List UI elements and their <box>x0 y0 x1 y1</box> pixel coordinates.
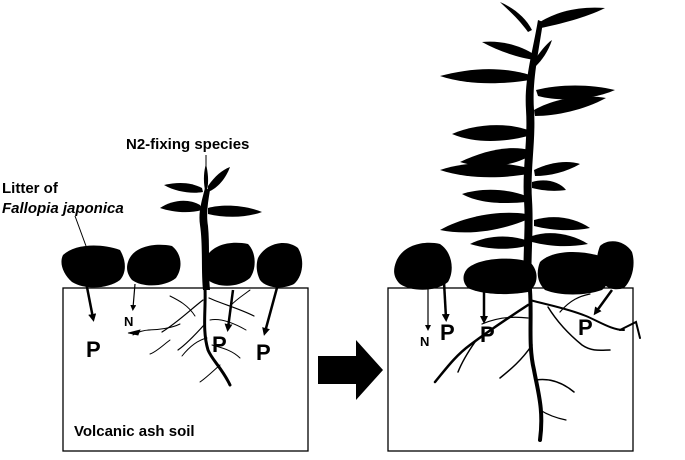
p-label-right-2: P <box>480 322 495 347</box>
p-arrow-3 <box>262 283 280 336</box>
p-label-right-3: P <box>578 315 593 340</box>
p-arrow-1 <box>84 281 97 322</box>
left-arrows <box>84 281 280 336</box>
p-label-2: P <box>212 332 227 357</box>
right-litter <box>394 241 634 295</box>
p-label-right-1: P <box>440 320 455 345</box>
p-arrow-right-1 <box>441 281 450 322</box>
right-roots <box>433 288 641 442</box>
litter-leader <box>74 215 87 247</box>
grown-n2-fixing-plant <box>440 2 615 292</box>
left-soil-box <box>62 287 309 452</box>
n-arrow-left <box>130 283 137 311</box>
litter-label-line2: Fallopia japonica <box>2 200 124 217</box>
p-arrow-2 <box>224 289 235 332</box>
n2-fixing-seedling <box>160 164 262 290</box>
soil-label: Volcanic ash soil <box>74 423 195 440</box>
n-label-left: N <box>124 314 133 329</box>
right-panel: N P P P <box>387 2 641 452</box>
p-arrow-right-3 <box>593 289 614 316</box>
p-label-3: P <box>256 340 271 365</box>
right-arrows <box>425 281 614 331</box>
n2-fixing-label: N2-fixing species <box>126 136 249 153</box>
left-panel: N2-fixing species Litter of Fallopia jap… <box>2 136 309 452</box>
left-roots <box>127 286 255 387</box>
n-label-right: N <box>420 334 429 349</box>
left-litter <box>61 242 303 288</box>
p-label-1: P <box>86 337 101 362</box>
litter-label-line1: Litter of <box>2 180 59 197</box>
transition-arrow <box>318 340 383 400</box>
